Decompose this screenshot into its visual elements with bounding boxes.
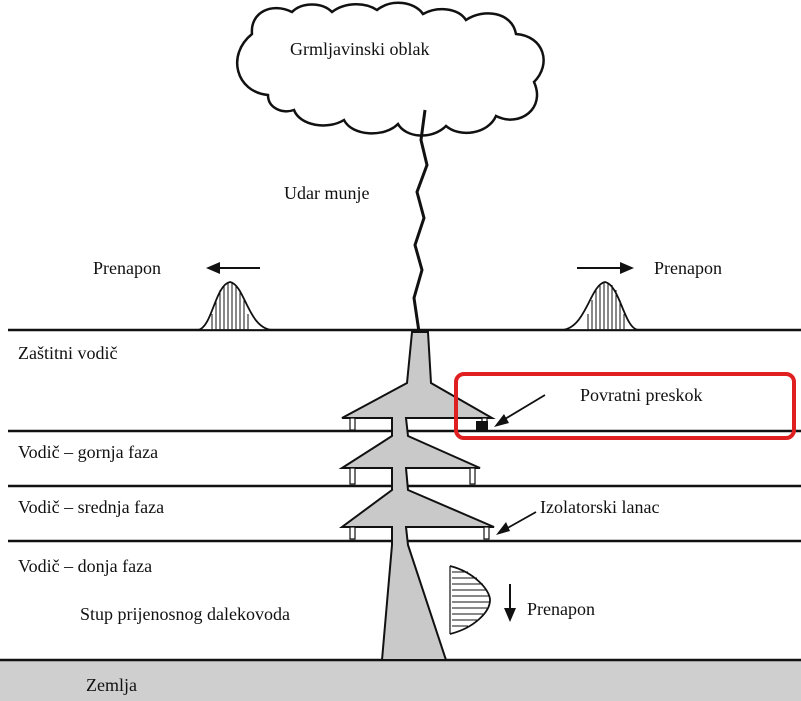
overvoltage-wave-left: [197, 281, 273, 331]
ground-area: [0, 660, 801, 701]
label-overvoltage-tower: Prenapon: [527, 599, 595, 619]
arrow-left-head: [206, 262, 220, 274]
label-back-flashover: Povratni preskok: [580, 385, 703, 405]
label-middle-phase: Vodič – srednja faza: [18, 497, 165, 517]
label-ground: Zemlja: [86, 675, 137, 695]
flashover-pointer-shaft: [499, 394, 546, 423]
flashover-spark: [476, 421, 488, 430]
highlight-box: [454, 372, 796, 440]
label-overvoltage-left: Prenapon: [93, 258, 161, 278]
overvoltage-wave-tower: [449, 565, 491, 635]
lightning-bolt: [412, 109, 429, 333]
insulator-pointer-shaft: [503, 511, 537, 531]
label-insulator-string: Izolatorski lanac: [540, 497, 660, 517]
thundercloud: [235, 1, 545, 137]
label-cloud: Grmljavinski oblak: [290, 39, 430, 59]
label-lower-phase: Vodič – donja faza: [18, 556, 153, 576]
transmission-tower: [338, 331, 496, 661]
arrow-down-head: [504, 608, 516, 622]
label-overvoltage-right: Prenapon: [654, 258, 722, 278]
insulator-pointer-head: [496, 522, 510, 535]
label-shield-wire: Zaštitni vodič: [18, 343, 118, 363]
label-tower: Stup prijenosnog dalekovoda: [80, 604, 290, 624]
flashover-pointer-head: [494, 414, 509, 427]
label-lightning: Udar munje: [284, 183, 370, 203]
label-upper-phase: Vodič – gornja faza: [18, 442, 159, 462]
arrow-right-head: [620, 262, 634, 274]
